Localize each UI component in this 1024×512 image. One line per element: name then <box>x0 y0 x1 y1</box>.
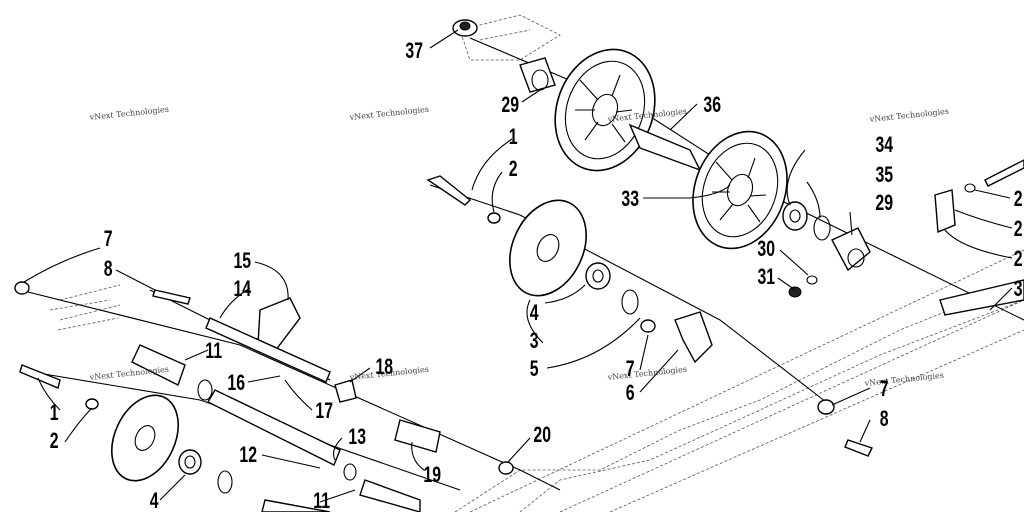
callout-12: 12 <box>239 444 257 468</box>
snap-ring-lower <box>217 470 233 494</box>
callout-2: 2 <box>1014 188 1023 212</box>
washer-2-upper <box>487 212 501 224</box>
bearing-4-middle <box>585 262 611 290</box>
bolt-1-lower <box>19 364 61 389</box>
watermark: vNext Technologies <box>868 107 949 124</box>
watermark: vNext Technologies <box>88 365 169 382</box>
callout-11: 11 <box>205 340 222 364</box>
callout-2: 2 <box>50 430 59 454</box>
watermark: vNext Technologies <box>348 105 429 122</box>
ring-12b <box>343 463 357 481</box>
idler-wheel-upper-left <box>554 48 656 172</box>
callout-1: 1 <box>509 126 518 150</box>
callout-7: 7 <box>880 378 889 402</box>
washer-30-31 <box>788 275 818 298</box>
callout-2: 2 <box>509 158 518 182</box>
callout-16: 16 <box>227 372 245 396</box>
callout-13: 13 <box>348 426 366 450</box>
callout-3: 3 <box>530 330 539 354</box>
callout-3: 3 <box>1014 278 1023 302</box>
watermark: vNext Technologies <box>88 105 169 122</box>
wheel-shaft <box>628 123 702 172</box>
watermark: vNext Technologies <box>606 365 687 382</box>
bearing-34 <box>782 201 808 231</box>
bearing-4-left <box>178 449 202 475</box>
callout-18: 18 <box>375 356 393 380</box>
washer-37 <box>452 19 478 37</box>
callout-5: 5 <box>530 358 539 382</box>
ring-12 <box>197 379 213 401</box>
tube-11-lower <box>261 479 421 512</box>
tube-13 <box>207 389 341 466</box>
bracket-6 <box>674 311 713 364</box>
bolt-8-right <box>844 439 873 457</box>
idler-wheel-upper-right <box>692 130 788 250</box>
washer-upper-right <box>964 183 976 193</box>
callout-29: 29 <box>875 192 893 216</box>
shaft-right <box>939 279 1024 316</box>
callout-15: 15 <box>233 250 251 274</box>
snap-ring-5 <box>621 289 639 315</box>
callout-17: 17 <box>315 400 333 424</box>
spacer-18 <box>334 379 357 403</box>
callout-34: 34 <box>875 134 893 158</box>
callout-2: 2 <box>1014 248 1023 272</box>
callout-labels: 37 29 36 1 2 33 34 35 29 30 31 4 3 5 7 6… <box>50 40 1023 512</box>
spacer-29b <box>831 227 871 272</box>
nut-7-mid <box>640 319 656 333</box>
callout-33: 33 <box>621 188 639 212</box>
nut-7-right <box>817 399 835 415</box>
idler-wheel-left <box>111 394 179 482</box>
callout-1: 1 <box>50 402 59 426</box>
bolt-1-upper <box>426 175 472 206</box>
shaft-14 <box>205 317 331 383</box>
callout-14: 14 <box>233 278 251 302</box>
tube-19 <box>394 419 441 453</box>
callout-7: 7 <box>104 228 113 252</box>
callout-7: 7 <box>626 358 635 382</box>
callout-8: 8 <box>104 258 113 282</box>
washer-2-lower <box>85 398 99 410</box>
callout-6: 6 <box>626 382 635 406</box>
nut-7-left <box>14 281 30 295</box>
callout-4: 4 <box>530 302 539 326</box>
callout-37: 37 <box>405 40 423 64</box>
idler-wheel-middle <box>509 199 587 297</box>
watermark: vNext Technologies <box>863 371 944 388</box>
callout-36: 36 <box>703 94 721 118</box>
callout-31: 31 <box>757 266 775 290</box>
callout-30: 30 <box>757 238 775 262</box>
leader-lines <box>23 29 1013 503</box>
bolt-8-left <box>152 289 191 305</box>
snap-ring-35 <box>813 215 831 241</box>
callout-11: 11 <box>313 490 330 512</box>
callout-19: 19 <box>423 464 441 488</box>
bolt-upper-right <box>984 159 1024 187</box>
callout-29: 29 <box>501 94 519 118</box>
nut-20 <box>498 461 514 475</box>
callout-2: 2 <box>1014 218 1023 242</box>
bracket-upper-right <box>934 189 956 234</box>
callout-4: 4 <box>150 490 159 512</box>
callout-35: 35 <box>875 164 893 188</box>
callout-20: 20 <box>533 424 551 448</box>
tube-11-upper <box>131 344 186 386</box>
spacer-29a <box>519 57 556 93</box>
callout-8: 8 <box>880 408 889 432</box>
